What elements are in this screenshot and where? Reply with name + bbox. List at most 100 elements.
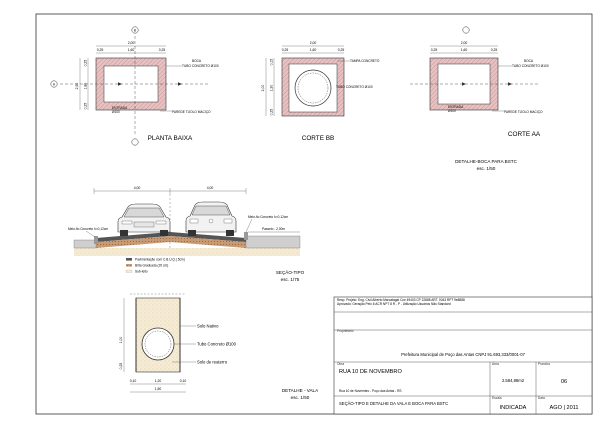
dim-h-total: 2,50 bbox=[75, 83, 79, 90]
tb-data-label: Data bbox=[538, 396, 545, 400]
legend-item-subleito: Sub-leito bbox=[135, 270, 148, 274]
secao-curb-right bbox=[244, 232, 248, 240]
corteaa-dim-mid: 1,60 bbox=[461, 48, 468, 52]
view-corte-bb: 2,00 0,25 1,60 0,25 2,00 0,15 1,30 0,25 … bbox=[261, 41, 380, 142]
cortebb-dim-h2: 1,30 bbox=[270, 85, 274, 92]
view-detalhe-vala: Solo Nativo Tubo Concreto Ø100 Solo de r… bbox=[119, 293, 319, 400]
corteaa-dim-left: 0,25 bbox=[431, 48, 438, 52]
cortebb-dim-right: 0,25 bbox=[338, 48, 345, 52]
cortebb-dim-total: 2,00 bbox=[310, 41, 317, 45]
corteaa-dim-right: 0,25 bbox=[491, 48, 498, 52]
view-secao-tipo: 4,00 4,00 Meio-f bbox=[68, 186, 305, 282]
cortebb-dim-h1: 0,15 bbox=[270, 59, 274, 66]
tb-data: AGO | 2011 bbox=[549, 405, 578, 411]
tb-endereco: Rua 10 de Novembro - Poço das Antas - RS bbox=[339, 389, 402, 393]
cortebb-label-tampa: TAMPA CONCRETO bbox=[350, 59, 380, 63]
corteaa-label-entrada: ENTRADA bbox=[448, 105, 464, 109]
legend-swatch-brita bbox=[126, 264, 132, 267]
cortebb-pipe bbox=[294, 69, 332, 107]
dim-right: 0,25 bbox=[159, 48, 166, 52]
cortebb-pipe-inner bbox=[297, 72, 329, 104]
label-meio-fio-left: Meio-fio Concreto h=0,12cm bbox=[68, 227, 108, 231]
secao-scale: esc. 1/75 bbox=[281, 277, 300, 282]
cortebb-label-tubo: TUBO CONCRETO Ø100 bbox=[336, 85, 373, 89]
cortebb-title: CORTE BB bbox=[302, 135, 335, 142]
legend-item-brita: Brita Graduada (20 cm) bbox=[135, 264, 168, 268]
vala-dim-h2: 0,25 bbox=[119, 363, 123, 370]
vala-dim-w2: 1,20 bbox=[155, 379, 162, 383]
secao-dim-left: 4,00 bbox=[134, 186, 141, 190]
legend-swatch-subleito bbox=[125, 269, 133, 273]
tb-obra-label: Obra bbox=[337, 362, 344, 366]
vala-label-solo-reaterro: Solo de reaterro bbox=[197, 359, 228, 364]
secao-title: SEÇÃO-TIPO bbox=[276, 269, 305, 275]
planta-title: PLANTA BAIXA bbox=[148, 135, 193, 142]
corteaa-label-boca: BOCA bbox=[524, 59, 534, 63]
dim-h-a: 0,25 bbox=[84, 60, 88, 67]
legend-item-asphalt: Pavimentação com C.B.U.Q.( 5cm) bbox=[135, 258, 185, 262]
corteaa-flow-arrow-icon bbox=[508, 82, 512, 86]
dim-left: 0,25 bbox=[97, 48, 104, 52]
corteaa-label-entrada-dim: Ø100 bbox=[448, 109, 456, 113]
vala-label-solo-nativo: Solo Nativo bbox=[197, 323, 219, 328]
vala-dim-h1: 1,00 bbox=[119, 337, 123, 344]
corteaa-title: CORTE AA bbox=[508, 131, 541, 138]
label-passeio: Passeio - 2,00m bbox=[262, 227, 285, 231]
planta-flow-arrow-icon bbox=[118, 82, 122, 86]
secao-brita bbox=[96, 236, 246, 248]
vala-pipe bbox=[141, 327, 175, 361]
label-meio-fio-right: Meio-fio Concreto h=0,12cm bbox=[248, 215, 288, 219]
detalhe-boca-scale: esc. 1/50 bbox=[477, 166, 496, 171]
cortebb-dim-h3: 0,25 bbox=[270, 109, 274, 116]
label-entrada-dim: Ø100 bbox=[112, 110, 120, 114]
vala-dim-w-total: 1,50 bbox=[155, 387, 162, 391]
corteaa-dim-total: 2,00 bbox=[461, 41, 468, 45]
label-boca: BOCA bbox=[192, 59, 202, 63]
legend-swatch-asphalt bbox=[126, 258, 132, 261]
section-marker-b-icon bbox=[131, 26, 139, 34]
vala-scale: esc. 1/50 bbox=[291, 395, 310, 400]
view-planta-baixa: A B 2,00 0,25 1,60 0,25 2,50 1,80 0,25 0… bbox=[50, 26, 219, 146]
vala-pipe-inner bbox=[144, 330, 172, 358]
vala-title: DETALHE - VALA bbox=[282, 388, 319, 393]
tb-escala-label: Escala bbox=[492, 396, 502, 400]
detalhe-boca-title: DETALHE-BOCA PARA BSTC bbox=[455, 159, 518, 164]
secao-subleito bbox=[74, 248, 300, 256]
vala-dim-w3: 0,10 bbox=[180, 379, 187, 383]
tb-resp-line1: Resp. Projeto: Eng. Civil Alberto Marcat… bbox=[337, 298, 465, 302]
tb-resp-line2: Aprovado: Geração Pelo 6 ACR NPT 8 R - P… bbox=[337, 302, 451, 306]
tb-escala: INDICADA bbox=[500, 405, 527, 411]
tb-proprietario: Prefeitura Municipal de Poço das Antas C… bbox=[401, 352, 526, 357]
cortebb-dim-mid: 1,60 bbox=[310, 48, 317, 52]
title-block: Resp. Projeto: Eng. Civil Alberto Marcat… bbox=[333, 296, 593, 415]
secao-asphalt bbox=[96, 232, 246, 242]
section-marker-b2-icon bbox=[131, 138, 139, 146]
secao-dim-right: 4,00 bbox=[207, 186, 214, 190]
secao-sidewalk-right bbox=[245, 235, 301, 249]
tb-area-label: Área bbox=[492, 362, 499, 366]
vala-label-tubo: Tubo Concreto Ø100 bbox=[197, 341, 237, 346]
cortebb-dim-h-total: 2,00 bbox=[261, 85, 265, 92]
section-b-label: B bbox=[134, 28, 136, 32]
corteaa-label-tubo: TUBO CONCRETO Ø100 bbox=[512, 64, 549, 68]
corteaa-marker-icon bbox=[462, 26, 470, 34]
vala-dim-w1: 0,10 bbox=[130, 379, 137, 383]
car-left-icon bbox=[117, 203, 171, 236]
dim-h-inner: 1,80 bbox=[84, 83, 88, 90]
view-corte-aa: 2,00 0,25 1,60 0,25 BOCA TUBO CONCRETO Ø… bbox=[410, 26, 549, 138]
dim-mid: 1,60 bbox=[128, 48, 135, 52]
section-a-label: A bbox=[53, 82, 56, 86]
dim-h-b: 0,25 bbox=[84, 103, 88, 110]
tb-prancha-label: Prancha bbox=[538, 362, 550, 366]
dim-total: 2,00 bbox=[128, 41, 135, 45]
corteaa-label-parede: PAREDE TIJOLO MACIÇO bbox=[504, 110, 543, 114]
label-tubo: TUBO CONCRETO Ø100 bbox=[182, 64, 219, 68]
sheet-border bbox=[35, 13, 593, 415]
secao-sidewalk-left bbox=[73, 239, 97, 249]
car-right-icon bbox=[185, 201, 237, 236]
planta-flow-arrow-icon bbox=[178, 82, 182, 86]
label-entrada: ENTRADA bbox=[112, 106, 128, 110]
tb-obra: RUA 10 DE NOVEMBRO bbox=[339, 369, 402, 375]
